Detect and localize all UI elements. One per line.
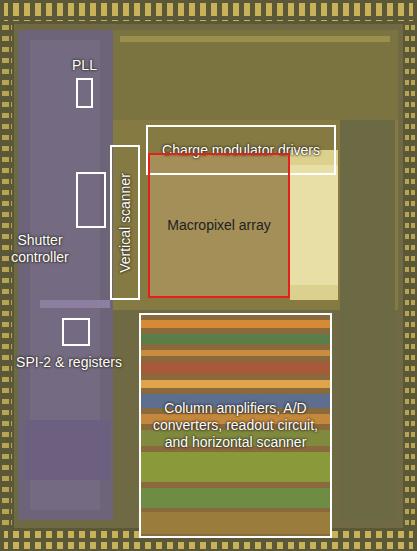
block-label: PLL	[55, 57, 115, 74]
block-label: Shutter controller	[4, 232, 76, 266]
block-outline: SPI-2 & registers	[62, 318, 90, 346]
block-label: SPI-2 & registers	[14, 354, 124, 371]
block-label: Charge modulator drivers	[156, 142, 326, 159]
block-outline: Shutter controller	[76, 172, 106, 228]
block-label: Column amplifiers, A/D converters, reado…	[153, 400, 318, 451]
block-label: Vertical scanner	[117, 173, 134, 273]
block-outline: PLL	[76, 78, 93, 108]
pixel-array-box: Macropixel array	[148, 153, 290, 298]
block-outline: Column amplifiers, A/D converters, reado…	[139, 313, 332, 538]
block-label: Macropixel array	[164, 217, 274, 234]
block-outline: Vertical scanner	[110, 145, 140, 300]
block-outline: Charge modulator drivers	[146, 125, 336, 175]
